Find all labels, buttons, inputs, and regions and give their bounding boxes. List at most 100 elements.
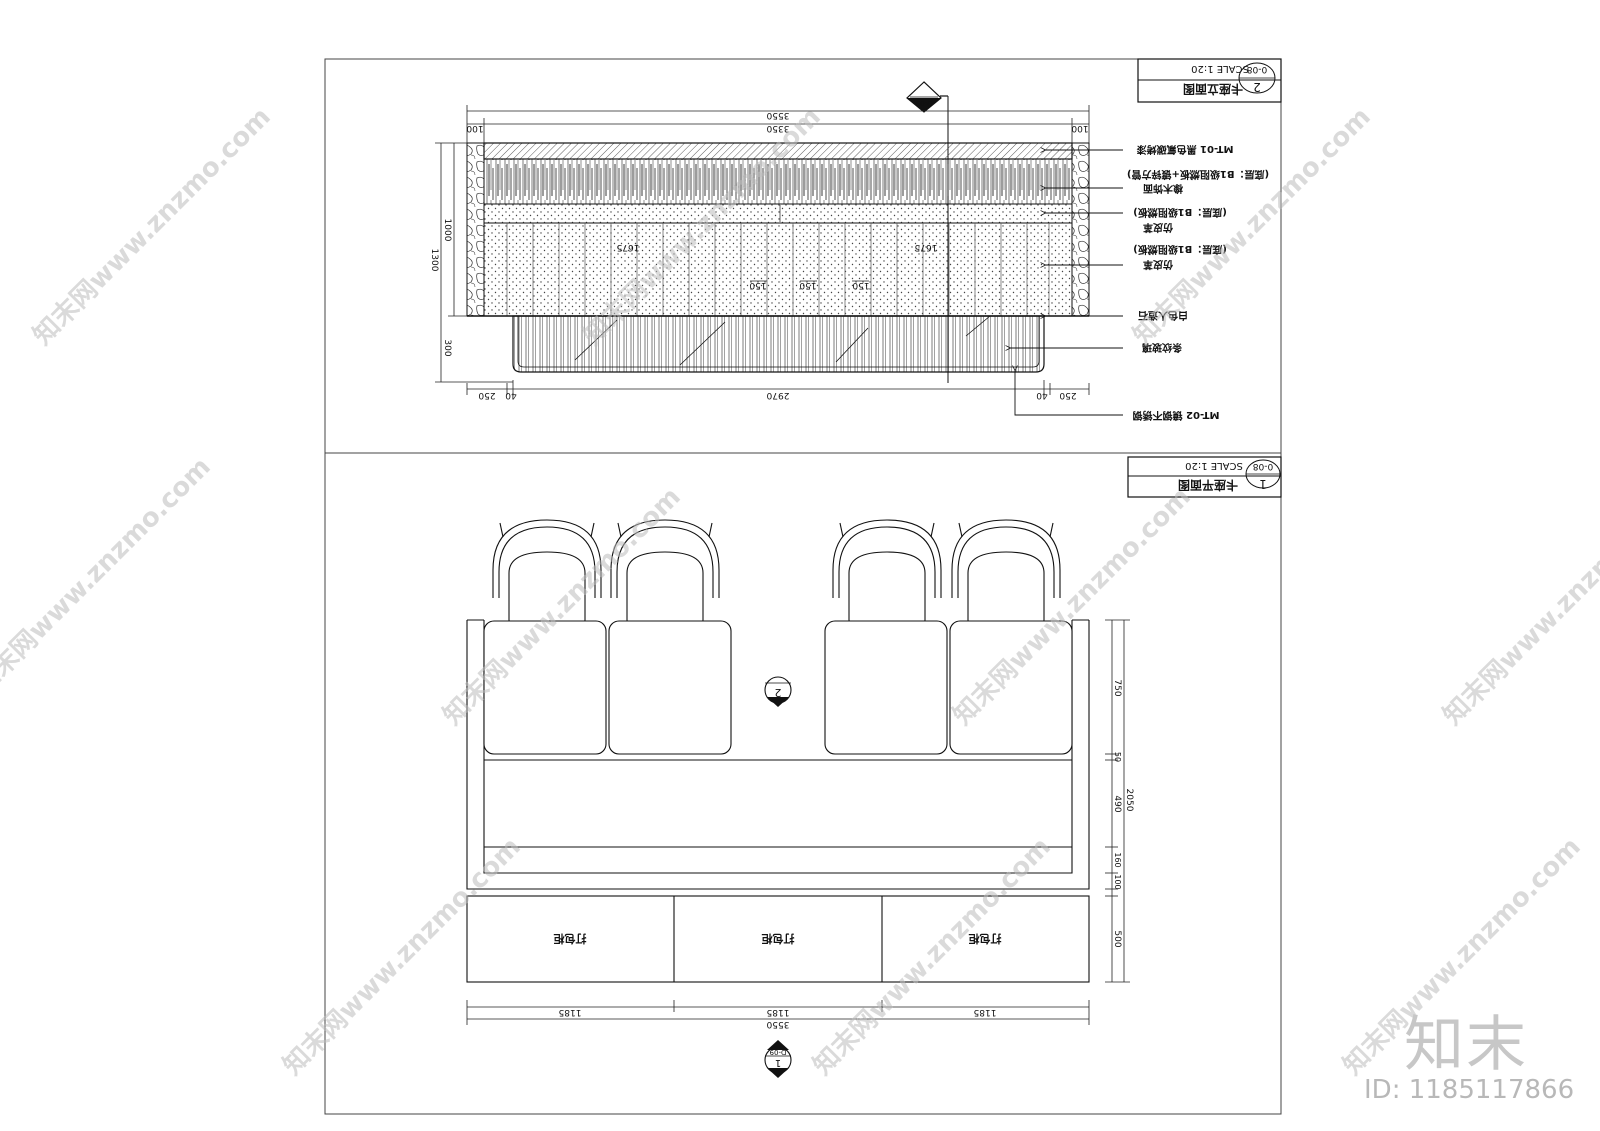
dim-right-160: 160 bbox=[1113, 852, 1122, 867]
sheet-border bbox=[324, 58, 1282, 1115]
inner-dim-1675-a: 1675 bbox=[617, 242, 640, 252]
plan-view: 卡座平面图 SCALE 1:20 0-08 1 bbox=[466, 456, 1282, 1078]
cushion-2 bbox=[608, 620, 732, 755]
dim-top-100-left: 100 bbox=[466, 123, 483, 133]
dim-right-490: 490 bbox=[1112, 795, 1122, 812]
elevation-title-block: 卡座立面图 SCALE 1:20 0-08 2 bbox=[1137, 58, 1282, 103]
dim-plan-1185-b: 1185 bbox=[767, 1007, 790, 1017]
leather-panel-joints bbox=[506, 223, 1050, 316]
section-ref-bottom: D-09 bbox=[770, 1048, 787, 1056]
plan-right-dimension-lines bbox=[1105, 619, 1130, 983]
section-number-bottom: 1 bbox=[775, 1057, 781, 1068]
cabinet-label-3: 打包柜 bbox=[969, 932, 1002, 946]
dim-bottom-2970: 2970 bbox=[766, 390, 789, 400]
cabinet-label-1: 打包柜 bbox=[554, 932, 587, 946]
leather-band-upper bbox=[483, 203, 1073, 224]
watermark-1: 知末网www.znzmo.com bbox=[28, 102, 277, 351]
bottom-dimension-lines bbox=[466, 380, 1090, 395]
mirror-steel-trim bbox=[517, 316, 1040, 368]
top-dimension-lines bbox=[466, 105, 1090, 143]
plan-right-dimension-labels: 750 50 490 160 100 500 2050 bbox=[1112, 679, 1134, 947]
note-mt02: MT-02 镜钢不锈钢 bbox=[1133, 409, 1220, 422]
plan-sheet-ref: 0-08 bbox=[1253, 461, 1274, 471]
packing-cabinets bbox=[466, 895, 1090, 983]
chair-3 bbox=[832, 519, 942, 625]
dim-plan-1185-c: 1185 bbox=[974, 1007, 997, 1017]
elevation-title: 卡座立面图 bbox=[1183, 82, 1243, 97]
note-artificial-stone: 白色人造石 bbox=[1138, 309, 1188, 322]
dim-top-100-right: 100 bbox=[1071, 123, 1088, 133]
dim-left-300: 300 bbox=[442, 339, 452, 356]
stone-panel-right bbox=[1071, 142, 1090, 317]
watermark-9: 知末网www.znzmo.com bbox=[808, 832, 1057, 1081]
dim-left-1300: 1300 bbox=[429, 249, 439, 272]
dim-bottom-250-right: 250 bbox=[1059, 390, 1076, 400]
cabinet-label-2: 打包柜 bbox=[762, 932, 795, 946]
note-mt01: MT-01 黑色氟碳烤漆 bbox=[1137, 143, 1234, 156]
plan-bottom-dimension-lines bbox=[466, 1000, 1090, 1025]
chair-4 bbox=[951, 519, 1061, 625]
left-dimension-labels: 1000 1300 300 bbox=[429, 219, 452, 357]
cushion-3 bbox=[824, 620, 948, 755]
note-striped-glass: 条纹玻璃 bbox=[1142, 341, 1183, 354]
top-dimension-labels: 100 3350 100 3550 bbox=[466, 110, 1088, 133]
inner-dim-150-b: 150 bbox=[799, 280, 816, 290]
note-leather-base-1: (底层：B1级阻燃板) bbox=[1133, 206, 1227, 219]
cushion-1 bbox=[483, 620, 607, 755]
seat-cushions bbox=[483, 620, 1073, 755]
inner-dimensions bbox=[750, 205, 869, 282]
note-oak: 橡木饰面 bbox=[1143, 182, 1183, 195]
leather-back-panel bbox=[483, 222, 1073, 317]
material-leaders bbox=[1010, 150, 1123, 416]
section-ref-top: D-09 bbox=[916, 99, 933, 107]
note-leather-2: 仿皮革 bbox=[1143, 258, 1173, 271]
dim-left-1000: 1000 bbox=[442, 219, 452, 242]
inner-dim-150-a: 150 bbox=[749, 280, 766, 290]
elevation-number: 2 bbox=[1253, 80, 1261, 94]
material-notes: MT-01 黑色氟碳烤漆 (底层：B1级阻燃板+镀锌方管) 橡木饰面 (底层：B… bbox=[1127, 143, 1269, 422]
stone-panel-left bbox=[466, 142, 485, 317]
plan-scale: SCALE 1:20 bbox=[1185, 460, 1243, 471]
elevation-sheet-ref: 0-08 bbox=[1247, 64, 1268, 74]
glass-reflections bbox=[574, 315, 991, 366]
plan-title: 卡座平面图 bbox=[1178, 478, 1238, 493]
section-marker-bottom: D-09 1 bbox=[764, 1040, 792, 1078]
brand-logo: 知末 bbox=[1404, 1010, 1528, 1080]
oak-veneer-band bbox=[483, 158, 1073, 205]
dim-right-500: 500 bbox=[1112, 930, 1122, 947]
inner-dimension-labels: 1675 1675 150 150 150 bbox=[617, 242, 938, 290]
elevation-scale: SCALE 1:20 bbox=[1191, 63, 1249, 74]
note-leather-base-2: (底层：B1级阻燃板) bbox=[1133, 243, 1227, 256]
cushion-4 bbox=[949, 620, 1073, 755]
elevation-view: 卡座立面图 SCALE 1:20 0-08 2 D-09 A bbox=[429, 58, 1282, 422]
dim-bottom-250-left: 250 bbox=[478, 390, 495, 400]
plan-number: 1 bbox=[1259, 477, 1267, 491]
dim-right-50: 50 bbox=[1113, 752, 1122, 762]
inner-dim-1675-b: 1675 bbox=[915, 242, 938, 252]
image-id: ID: 1185117866 bbox=[1364, 1075, 1575, 1105]
section-letter-top: A bbox=[920, 84, 927, 94]
watermark-8: 知末网www.znzmo.com bbox=[278, 832, 527, 1081]
center-ref-number: 2 bbox=[775, 686, 782, 699]
note-oak-base: (底层：B1级阻燃板+镀锌方管) bbox=[1127, 168, 1269, 181]
plan-bottom-dimension-labels: 1185 1185 1185 3550 bbox=[559, 1007, 997, 1029]
bottom-dimension-labels: 250 40 2970 40 250 bbox=[478, 390, 1076, 400]
dim-top-3550: 3550 bbox=[766, 110, 789, 120]
dim-right-750: 750 bbox=[1112, 679, 1122, 696]
cabinet-labels: 打包柜 打包柜 打包柜 bbox=[554, 932, 1002, 946]
inner-dim-150-c: 150 bbox=[852, 280, 869, 290]
dim-bottom-40-right: 40 bbox=[1036, 390, 1048, 400]
dim-top-3350: 3350 bbox=[766, 123, 789, 133]
watermark-4: 知末网www.znzmo.com bbox=[0, 452, 217, 701]
note-leather-1: 仿皮革 bbox=[1143, 221, 1173, 234]
dim-bottom-40-left: 40 bbox=[505, 390, 517, 400]
center-ref-symbol: 2 bbox=[764, 676, 792, 707]
watermark-7: 知末网www.znzmo.com bbox=[1438, 482, 1600, 731]
dim-plan-1185-a: 1185 bbox=[559, 1007, 582, 1017]
dim-right-100: 100 bbox=[1113, 874, 1122, 889]
striped-glass-base bbox=[512, 315, 1045, 373]
left-dimension-lines bbox=[435, 142, 513, 383]
dim-plan-3550: 3550 bbox=[766, 1019, 789, 1029]
dim-right-2050: 2050 bbox=[1124, 789, 1134, 812]
